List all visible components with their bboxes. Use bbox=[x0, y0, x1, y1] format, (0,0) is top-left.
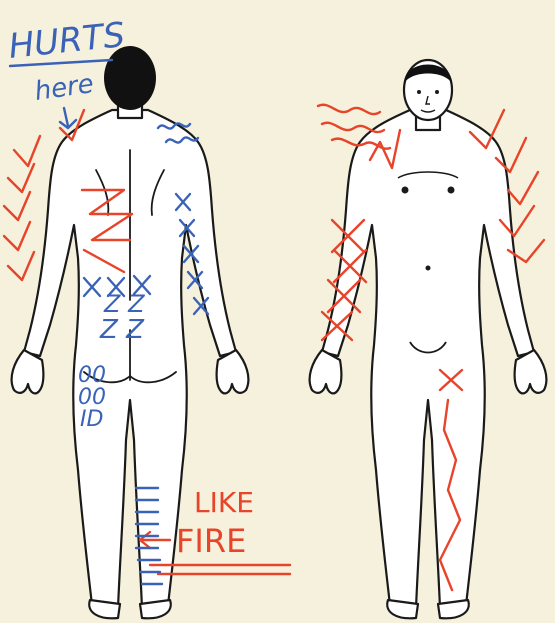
here-label: here bbox=[33, 69, 96, 107]
back-right-foot bbox=[140, 600, 171, 618]
blue-arrow-here bbox=[60, 108, 76, 128]
front-head bbox=[404, 60, 452, 120]
front-right-foot bbox=[438, 600, 469, 618]
left-eye bbox=[417, 90, 421, 94]
red-chevron-5 bbox=[8, 252, 34, 280]
left-nipple bbox=[402, 187, 409, 194]
zz-top-label: Z Z bbox=[103, 290, 145, 318]
like-label: LIKE bbox=[194, 486, 254, 519]
red-squiggle-1 bbox=[318, 105, 380, 114]
right-eye bbox=[435, 90, 439, 94]
front-torso bbox=[322, 110, 534, 608]
red-chevron-3 bbox=[4, 192, 30, 220]
back-left-foot bbox=[89, 600, 120, 618]
oo-label-3: ID bbox=[80, 407, 103, 432]
red-chevron-2 bbox=[8, 164, 34, 192]
red-chevron-r3 bbox=[508, 172, 538, 204]
zz-bottom-label: Z Z bbox=[99, 315, 145, 345]
red-chevron-4 bbox=[4, 222, 30, 250]
navel bbox=[426, 266, 431, 271]
front-view-figure bbox=[310, 110, 547, 618]
fire-label: FIRE bbox=[176, 522, 246, 560]
right-nipple bbox=[448, 187, 455, 194]
front-left-foot bbox=[387, 600, 418, 618]
red-chevron-1 bbox=[14, 136, 40, 166]
